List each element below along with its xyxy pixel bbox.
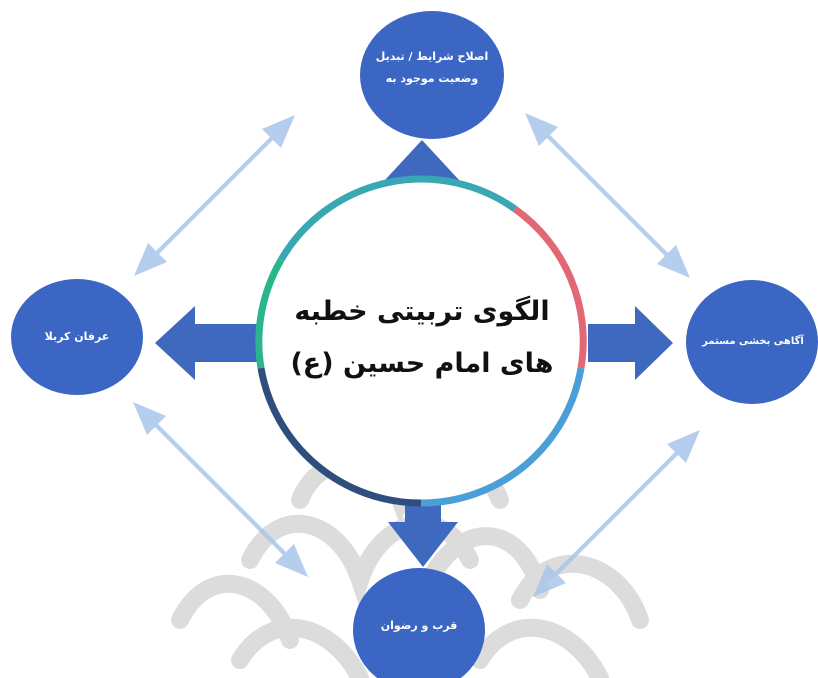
center-title-line2: های امام حسین (ع) bbox=[290, 348, 554, 379]
node-right-label: آگاهی بخشی مستمر bbox=[702, 336, 804, 347]
watermark-swirl bbox=[471, 618, 609, 678]
arrow-right bbox=[588, 306, 673, 380]
node-right bbox=[686, 280, 818, 404]
ring-navy bbox=[257, 367, 422, 507]
watermark-swirl bbox=[231, 618, 369, 678]
node-top bbox=[360, 11, 504, 139]
watermark-swirl bbox=[421, 527, 549, 599]
center-circle bbox=[259, 179, 583, 503]
double-arrow-top-left bbox=[134, 115, 295, 276]
ring-green bbox=[255, 258, 285, 369]
node-top-line1: اصلاح شرایط / تبدیل bbox=[375, 50, 489, 63]
node-bottom bbox=[353, 568, 485, 678]
center-title-line1: الگوی تربیتی خطبه bbox=[294, 296, 550, 327]
node-top-label: اصلاح شرایط / تبدیل وضعیت موجود به bbox=[362, 46, 502, 90]
center-title: الگوی تربیتی خطبه های امام حسین (ع) bbox=[262, 286, 582, 390]
ring-red bbox=[512, 206, 587, 369]
double-arrow-bottom-left bbox=[133, 402, 308, 577]
double-arrow-top-right bbox=[525, 113, 690, 278]
node-left bbox=[11, 279, 143, 395]
ring-teal bbox=[277, 175, 518, 262]
node-bottom-label: قرب و رضوان bbox=[380, 619, 458, 632]
node-left-label: عرفان کربلا bbox=[44, 330, 110, 343]
ring-blue bbox=[420, 367, 585, 507]
arrow-left bbox=[155, 306, 262, 380]
double-arrow-bottom-right bbox=[533, 430, 700, 597]
node-top-line2: وضعیت موجود به bbox=[385, 72, 479, 85]
